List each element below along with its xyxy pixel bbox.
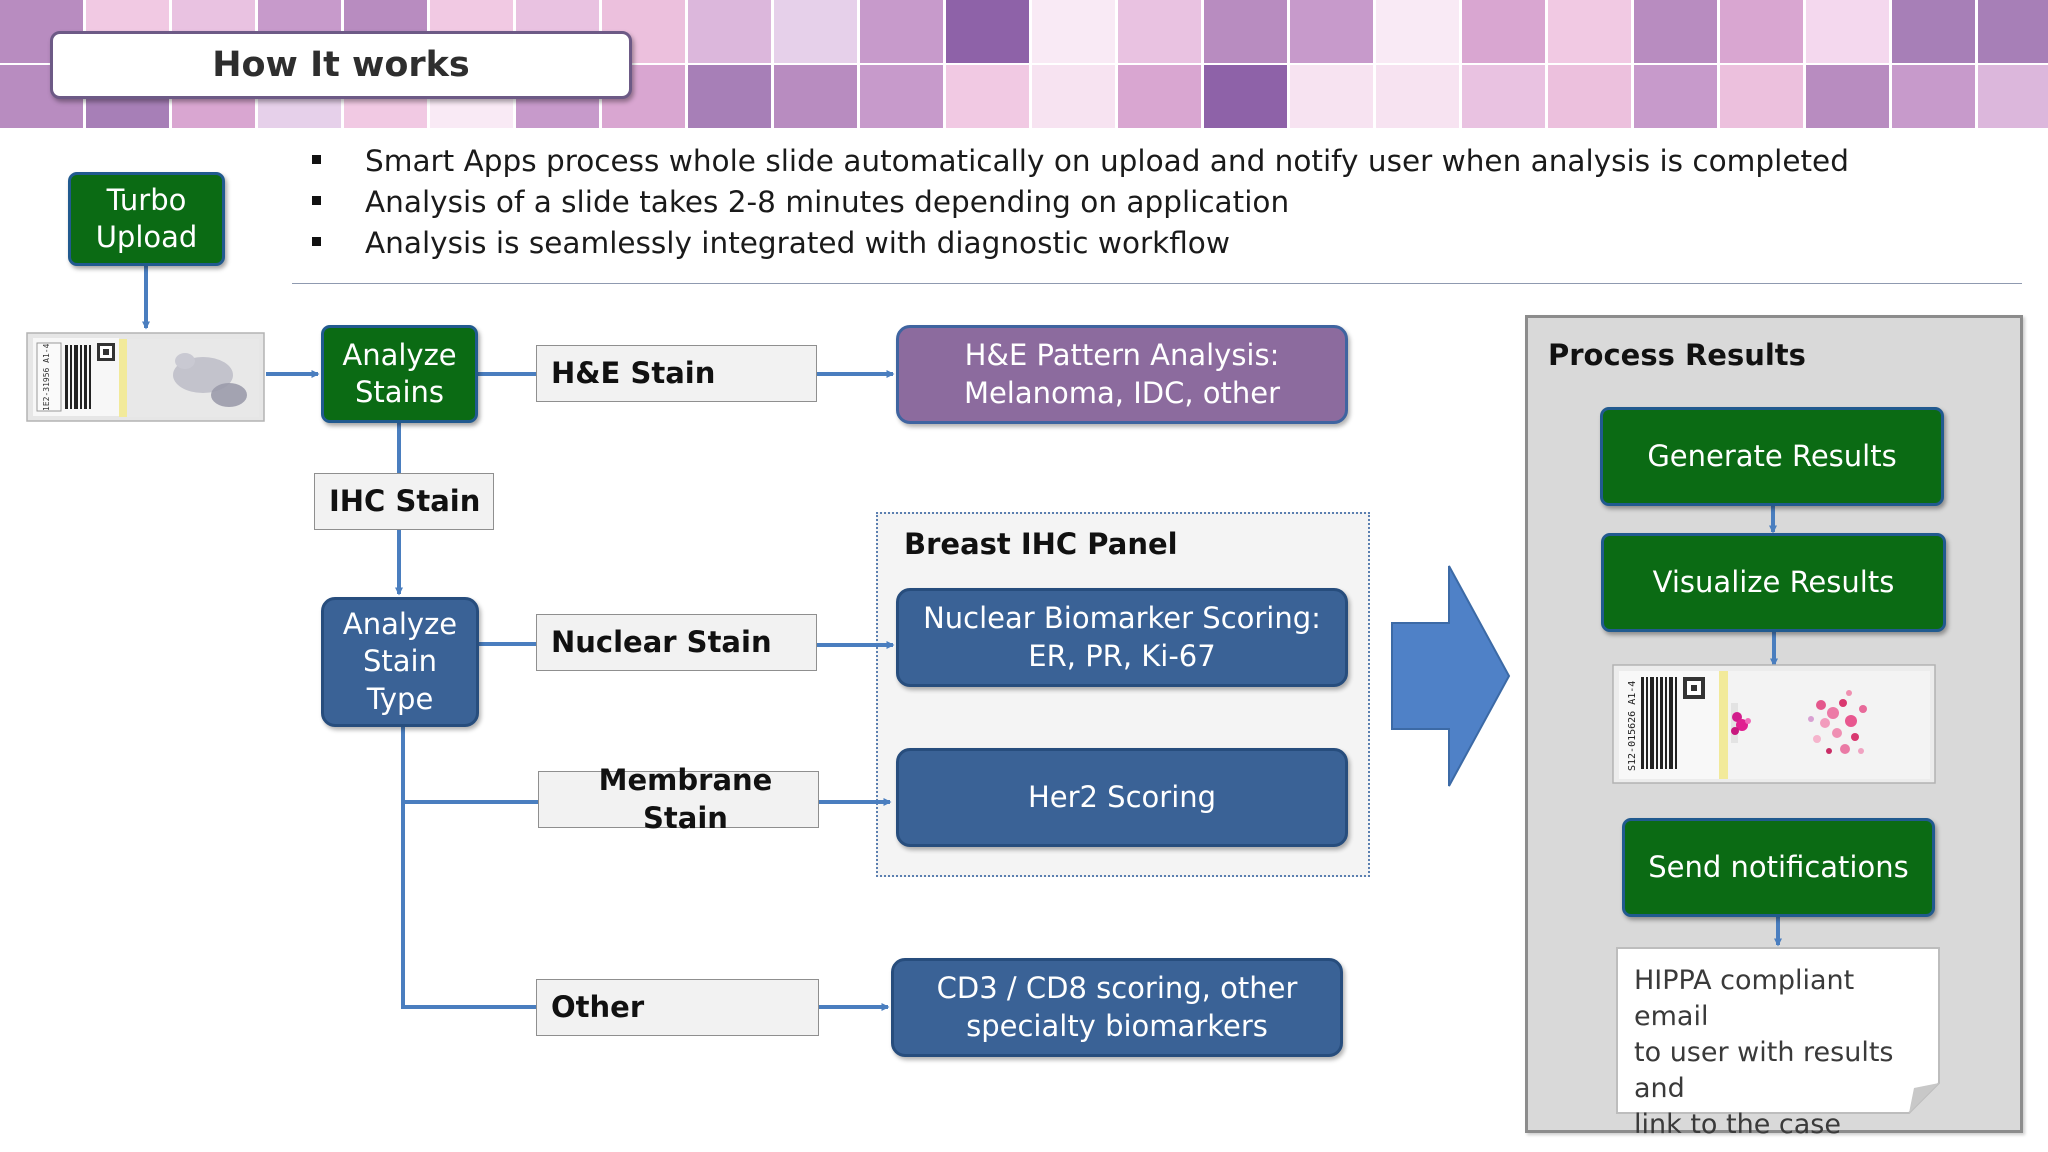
mosaic-tile xyxy=(1892,65,1975,128)
mosaic-tile xyxy=(774,65,857,128)
he-stain-label: H&E Stain xyxy=(536,345,817,402)
mosaic-tile xyxy=(860,0,943,63)
bullet-icon xyxy=(312,237,321,246)
mosaic-tile xyxy=(1720,0,1803,63)
connector-type-branch xyxy=(401,724,536,1009)
mosaic-tile xyxy=(1634,65,1717,128)
bullet-item: Analysis is seamlessly integrated with d… xyxy=(300,223,1849,264)
mosaic-tile xyxy=(688,65,771,128)
note-fold xyxy=(1909,1083,1939,1113)
bullet-list: Smart Apps process whole slide automatic… xyxy=(300,141,1849,264)
bullet-icon xyxy=(312,196,321,205)
hipaa-note-text: HIPPA compliant email to user with resul… xyxy=(1634,965,1894,1140)
slide-label-2: S12-015626 A1-4 xyxy=(1627,681,1638,771)
bullet-item: Analysis of a slide takes 2-8 minutes de… xyxy=(300,182,1849,223)
title-box: How It works xyxy=(50,31,632,99)
other-label: Other xyxy=(536,979,819,1036)
slide-label-1: 1E2-31956 A1-4 xyxy=(42,343,51,411)
mosaic-tile xyxy=(1376,0,1459,63)
he-pattern-node: H&E Pattern Analysis:Melanoma, IDC, othe… xyxy=(896,325,1348,424)
visualize-results-node: Visualize Results xyxy=(1601,533,1946,632)
big-right-arrow xyxy=(1391,565,1511,787)
mosaic-tile xyxy=(774,0,857,63)
mosaic-tile xyxy=(1806,65,1889,128)
mosaic-tile xyxy=(1548,0,1631,63)
breast-ihc-panel-title: Breast IHC Panel xyxy=(904,527,1178,561)
process-results-title: Process Results xyxy=(1548,338,1806,372)
mosaic-tile xyxy=(1462,65,1545,128)
ihc-stain-label: IHC Stain xyxy=(314,473,494,530)
mosaic-tile xyxy=(1032,0,1115,63)
mosaic-tile xyxy=(1978,65,2048,128)
mosaic-tile xyxy=(1032,65,1115,128)
page-title: How It works xyxy=(212,45,470,85)
slide-thumbnail-result: S12-015626 A1-4 xyxy=(1612,664,1936,784)
membrane-stain-label: Membrane Stain xyxy=(538,763,819,835)
mosaic-tile xyxy=(1118,65,1201,128)
her2-scoring-node: Her2 Scoring xyxy=(896,748,1348,847)
mosaic-tile xyxy=(1118,0,1201,63)
mosaic-tile xyxy=(1204,0,1287,63)
mosaic-tile xyxy=(946,0,1029,63)
mosaic-tile xyxy=(1634,0,1717,63)
mosaic-tile xyxy=(688,0,771,63)
nuclear-stain-label: Nuclear Stain xyxy=(536,614,817,671)
bullet-icon xyxy=(312,155,321,164)
send-notifications-node: Send notifications xyxy=(1622,818,1935,917)
mosaic-tile xyxy=(860,65,943,128)
mosaic-tile xyxy=(1290,0,1373,63)
mosaic-tile xyxy=(1462,0,1545,63)
slide-thumbnail-input: 1E2-31956 A1-4 xyxy=(26,332,265,422)
mosaic-tile xyxy=(1978,0,2048,63)
mosaic-tile xyxy=(1376,65,1459,128)
mosaic-tile xyxy=(1720,65,1803,128)
generate-results-node: Generate Results xyxy=(1600,407,1944,506)
mosaic-tile xyxy=(1548,65,1631,128)
mosaic-tile xyxy=(1892,0,1975,63)
bullet-item: Smart Apps process whole slide automatic… xyxy=(300,141,1849,182)
mosaic-tile xyxy=(946,65,1029,128)
separator-line xyxy=(292,283,2022,284)
mosaic-tile xyxy=(1290,65,1373,128)
nuclear-scoring-node: Nuclear Biomarker Scoring:ER, PR, Ki-67 xyxy=(896,588,1348,687)
mosaic-tile xyxy=(1204,65,1287,128)
mosaic-tile xyxy=(1806,0,1889,63)
